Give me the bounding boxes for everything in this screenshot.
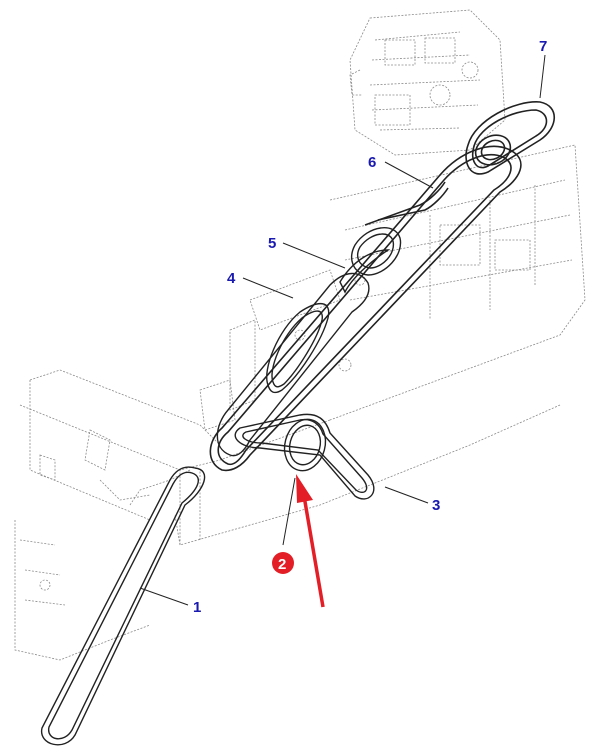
- leader-line-1: [139, 587, 189, 606]
- callout-3: 3: [432, 497, 440, 514]
- belt-7: [465, 101, 555, 175]
- callout-7: 7: [539, 38, 547, 55]
- lower-frame: [14, 369, 221, 661]
- leader-line-3: [384, 486, 429, 504]
- callout-4: 4: [227, 270, 236, 287]
- callout-1: 1: [193, 599, 201, 616]
- callout-labels: 1 3 4 5 6 7: [193, 38, 547, 616]
- leader-line-4: [242, 277, 294, 299]
- callout-2: 2: [278, 556, 286, 573]
- leader-line-5: [282, 242, 346, 269]
- highlight-arrow: [296, 474, 325, 608]
- belt-3: [234, 413, 375, 500]
- callout-6: 6: [368, 154, 376, 171]
- leader-line-6: [384, 161, 434, 189]
- callout-5: 5: [268, 235, 276, 252]
- leader-line-7: [539, 54, 546, 99]
- belt-4: [216, 272, 370, 457]
- leader-lines: [139, 54, 546, 606]
- engine-block: [349, 9, 506, 156]
- machine-frame: [129, 144, 586, 546]
- leader-line-2: [282, 477, 296, 546]
- belt-6: [209, 145, 522, 472]
- belt-5: [339, 227, 402, 294]
- callout-2-badge: 2: [272, 552, 294, 574]
- belt-1: [41, 466, 206, 746]
